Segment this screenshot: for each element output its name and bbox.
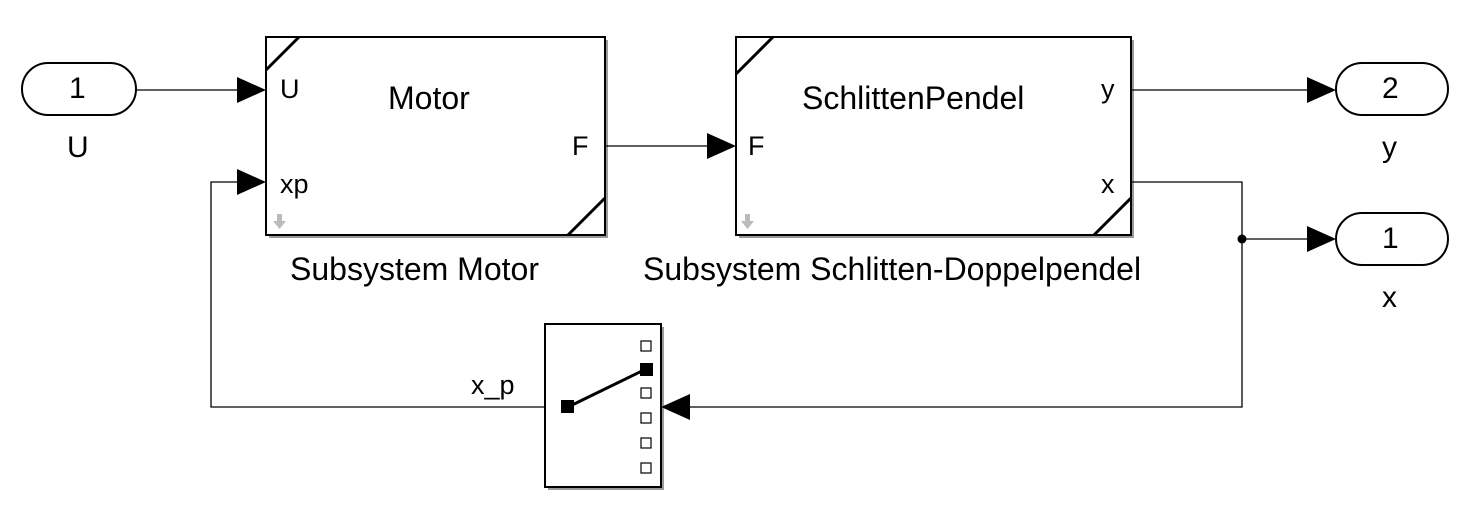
outport-name: x: [1382, 281, 1397, 314]
schlitten-title: SchlittenPendel: [802, 80, 1025, 116]
switch-icon: [561, 340, 653, 474]
motor-title: Motor: [388, 80, 470, 116]
down-arrow-icon: [273, 214, 286, 229]
arrow-icon: [1307, 77, 1336, 103]
signal-line-xp[interactable]: [210, 181, 545, 408]
motor-output-label: F: [572, 131, 589, 161]
schlitten-subsystem-block[interactable]: [734, 35, 1134, 238]
outport-number: 1: [1382, 222, 1399, 255]
arrow-icon: [707, 133, 736, 159]
schlitten-output-label: y: [1101, 74, 1115, 104]
down-arrow-icon: [741, 214, 754, 229]
motor-input-label: U: [280, 74, 300, 104]
signal-label-xp: x_p: [471, 370, 515, 400]
selector-block[interactable]: [544, 323, 664, 490]
inport-name: U: [67, 131, 89, 164]
outport-name: y: [1382, 131, 1397, 164]
arrow-icon: [1307, 226, 1336, 252]
motor-subsystem-block[interactable]: [264, 35, 608, 238]
outport-number: 2: [1382, 72, 1399, 105]
signal-line-x-feedback[interactable]: [690, 181, 1243, 408]
inport-number: 1: [69, 72, 86, 105]
schlitten-caption: Subsystem Schlitten-Doppelpendel: [643, 251, 1142, 287]
schlitten-input-label: F: [748, 131, 765, 161]
arrow-icon: [237, 169, 266, 195]
outport-y-block[interactable]: [1335, 62, 1449, 116]
inport-u-block[interactable]: [21, 62, 137, 116]
motor-caption: Subsystem Motor: [290, 251, 539, 287]
branch-point: [1237, 234, 1247, 244]
schlitten-output-label: x: [1101, 169, 1115, 199]
arrow-icon: [237, 77, 266, 103]
motor-input-label: xp: [280, 169, 309, 199]
arrow-icon: [661, 394, 690, 420]
